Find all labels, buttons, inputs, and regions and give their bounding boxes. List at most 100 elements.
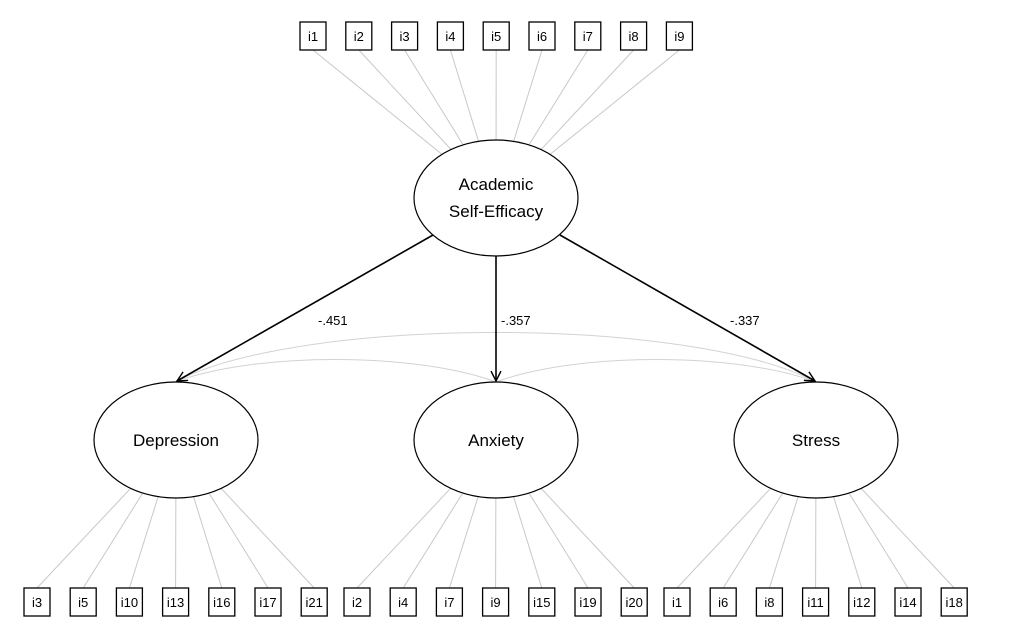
structural-paths xyxy=(177,234,815,381)
indicator-str-i11: i11 xyxy=(801,587,830,617)
loading-line-anx-i2 xyxy=(356,487,451,589)
indicator-box xyxy=(574,587,602,617)
loading-line-str-i8 xyxy=(768,496,799,589)
indicator-label: i4 xyxy=(398,595,408,610)
loading-line-ase-i7 xyxy=(528,49,589,146)
loading-line-anx-i7 xyxy=(448,496,479,589)
coef-ase-anxiety: -.357 xyxy=(501,313,531,328)
indicator-label: i3 xyxy=(400,29,410,44)
path-coefficients: -.451 -.357 -.337 xyxy=(318,313,760,328)
indicator-anx-i19: i19 xyxy=(574,587,602,617)
indicator-box xyxy=(574,21,602,51)
indicator-box xyxy=(435,587,464,617)
indicator-dep-i5: i5 xyxy=(69,587,97,617)
indicator-label: i14 xyxy=(899,595,916,610)
indicator-str-i18: i18 xyxy=(940,587,968,617)
indicator-anx-i7: i7 xyxy=(435,587,464,617)
latent-depression: Depression xyxy=(93,381,259,499)
indicator-label: i13 xyxy=(167,595,184,610)
indicator-box xyxy=(528,21,556,51)
loading-line-str-i1 xyxy=(676,487,771,589)
path-ase-depression xyxy=(177,234,434,381)
residual-covariances xyxy=(174,332,817,383)
indicator-label: i17 xyxy=(259,595,276,610)
indicator-label: i9 xyxy=(674,29,684,44)
indicator-ase-i4: i4 xyxy=(436,21,465,51)
indicator-box xyxy=(254,587,282,617)
indicator-box xyxy=(663,587,691,617)
indicator-ase-i8: i8 xyxy=(619,21,648,51)
indicator-box xyxy=(390,21,419,51)
indicator-ase-i5: i5 xyxy=(482,21,510,51)
indicator-dep-i17: i17 xyxy=(254,587,282,617)
loading-line-dep-i3 xyxy=(36,487,131,589)
indicator-box xyxy=(940,587,968,617)
latent-stress-ellipse xyxy=(733,381,899,499)
indicator-ase-i1: i1 xyxy=(299,21,327,51)
indicator-box xyxy=(389,587,417,617)
indicator-dep-i21: i21 xyxy=(300,587,328,617)
indicator-str-i14: i14 xyxy=(894,587,922,617)
indicator-anx-i4: i4 xyxy=(389,587,417,617)
loading-line-dep-i17 xyxy=(208,492,269,589)
indicator-box xyxy=(161,587,190,617)
indicator-ase-i6: i6 xyxy=(528,21,556,51)
indicator-box xyxy=(481,587,510,617)
loading-line-dep-i21 xyxy=(220,488,315,589)
indicator-label: i5 xyxy=(78,595,88,610)
loading-line-str-i18 xyxy=(860,488,955,589)
indicator-box xyxy=(115,587,144,617)
indicator-box xyxy=(755,587,784,617)
indicator-box xyxy=(801,587,830,617)
latent-depression-ellipse xyxy=(93,381,259,499)
loading-line-ase-i9 xyxy=(549,49,680,155)
loading-line-ase-i2 xyxy=(358,49,452,150)
loading-line-ase-i8 xyxy=(540,49,634,150)
indicator-str-i8: i8 xyxy=(755,587,784,617)
indicator-label: i9 xyxy=(491,595,501,610)
indicator-label: i2 xyxy=(354,29,364,44)
indicator-label: i10 xyxy=(121,595,138,610)
latent-ase-ellipse xyxy=(413,139,579,257)
indicator-dep-i13: i13 xyxy=(161,587,190,617)
coef-ase-stress: -.337 xyxy=(730,313,760,328)
latent-anxiety-ellipse xyxy=(413,381,579,499)
indicator-label: i16 xyxy=(213,595,230,610)
loading-line-str-i12 xyxy=(833,496,863,589)
indicator-label: i1 xyxy=(672,595,682,610)
indicator-anx-i15: i15 xyxy=(528,587,556,617)
indicator-dep-i16: i16 xyxy=(208,587,236,617)
loading-line-dep-i16 xyxy=(193,496,223,589)
latent-ase-label-line1: Academic xyxy=(459,175,534,194)
indicator-label: i1 xyxy=(308,29,318,44)
latent-depression-label: Depression xyxy=(133,431,219,450)
indicator-label: i20 xyxy=(626,595,643,610)
covariance-dep-str xyxy=(174,332,817,383)
loading-line-anx-i20 xyxy=(540,488,635,589)
covariance-anx-str xyxy=(495,359,817,383)
indicator-label: i15 xyxy=(533,595,550,610)
path-ase-stress xyxy=(559,234,815,381)
indicator-box xyxy=(619,21,648,51)
indicator-str-i6: i6 xyxy=(709,587,737,617)
covariance-dep-anx xyxy=(174,359,497,383)
indicator-box xyxy=(299,21,327,51)
indicator-anx-i2: i2 xyxy=(343,587,371,617)
loading-line-anx-i15 xyxy=(513,496,543,589)
indicator-label: i18 xyxy=(946,595,963,610)
indicator-label: i5 xyxy=(491,29,501,44)
latent-stress-label: Stress xyxy=(792,431,840,450)
loading-line-str-i6 xyxy=(722,492,784,589)
loading-line-ase-i3 xyxy=(404,49,464,146)
factor-loadings xyxy=(36,49,955,589)
indicator-dep-i3: i3 xyxy=(23,587,51,617)
indicator-box xyxy=(23,587,51,617)
indicator-box xyxy=(665,21,694,51)
indicator-label: i11 xyxy=(807,595,823,610)
indicator-box xyxy=(620,587,648,617)
coef-ase-depression: -.451 xyxy=(318,313,348,328)
latent-stress: Stress xyxy=(733,381,899,499)
indicator-label: i7 xyxy=(583,29,593,44)
